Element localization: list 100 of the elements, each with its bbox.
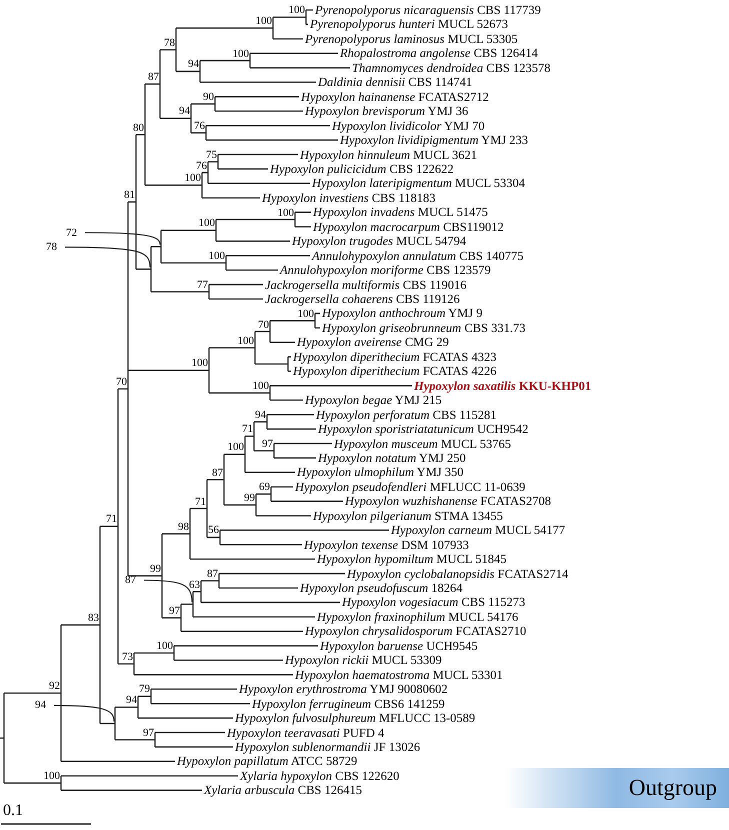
taxon-label: Hypoxylon hainanense FCATAS2712 xyxy=(301,90,489,104)
taxon-label: Pyrenopolyporus hunteri MUCL 52673 xyxy=(310,17,508,32)
bootstrap-value: 100 xyxy=(232,48,249,60)
bootstrap-value: 70 xyxy=(116,376,127,388)
taxon-label: Hypoxylon notatum YMJ 250 xyxy=(318,450,466,465)
taxon-label: Hypoxylon sporistriatatunicum UCH9542 xyxy=(318,422,528,436)
taxon-label: Hypoxylon teeravasati PUFD 4 xyxy=(227,726,384,740)
bootstrap-value: 100 xyxy=(288,4,305,16)
taxon-label: Daldinia dennisii CBS 114741 xyxy=(318,75,472,90)
taxon-label: Pyrenopolyporus laminosus MUCL 53305 xyxy=(305,32,518,46)
taxon-label: Hypoxylon griseobrunneum CBS 331.73 xyxy=(322,320,526,335)
bootstrap-value: 87 xyxy=(148,71,159,84)
taxon-label: Hypoxylon ferrugineum CBS6 141259 xyxy=(252,696,445,711)
bootstrap-value: 100 xyxy=(208,250,225,262)
bootstrap-value: 97 xyxy=(169,604,180,617)
bootstrap-value: 92 xyxy=(49,680,60,692)
taxon-label: Hypoxylon begae YMJ 215 xyxy=(305,393,442,408)
bootstrap-value: 100 xyxy=(298,308,314,320)
taxon-label: Hypoxylon vogesiacum CBS 115273 xyxy=(342,595,526,610)
bootstrap-value: 72 xyxy=(66,226,77,239)
bootstrap-value: 97 xyxy=(143,726,154,739)
leader-line xyxy=(54,704,115,722)
bootstrap-value: 94 xyxy=(255,408,266,421)
taxon-label: Hypoxylon pseudofuscum 18264 xyxy=(300,581,462,595)
taxon-label: Hypoxylon anthochroum YMJ 9 xyxy=(322,306,483,320)
bootstrap-value: 87 xyxy=(207,568,218,580)
bootstrap-value: 63 xyxy=(189,578,200,591)
taxon-label: Hypoxylon trugodes MUCL 54794 xyxy=(292,234,466,248)
taxon-label: Hypoxylon pulicicidum CBS 122622 xyxy=(270,162,454,176)
bootstrap-value: 83 xyxy=(88,612,99,624)
bootstrap-value: 78 xyxy=(164,36,175,49)
taxon-label: Hypoxylon carneum MUCL 54177 xyxy=(391,523,566,538)
taxon-label: Hypoxylon invadens MUCL 51475 xyxy=(313,205,488,220)
bootstrap-value: 81 xyxy=(124,188,135,201)
taxon-label: Xylaria hypoxylon CBS 122620 xyxy=(240,768,400,783)
leader-line xyxy=(65,246,151,268)
bootstrap-value: 97 xyxy=(262,438,273,450)
taxon-label: Hypoxylon chrysalidosporum FCATAS2710 xyxy=(305,624,526,638)
bootstrap-value: 99 xyxy=(244,492,255,504)
bootstrap-value: 100 xyxy=(256,15,272,28)
taxon-label: Hypoxylon cyclobalanopsidis FCATAS2714 xyxy=(347,566,568,581)
bootstrap-value: 94 xyxy=(179,105,190,118)
bootstrap-value: 76 xyxy=(196,160,207,172)
taxon-label: Hypoxylon brevisporum YMJ 36 xyxy=(305,104,468,118)
bootstrap-value: 100 xyxy=(252,380,269,392)
taxon-label: Hypoxylon diperithecium FCATAS 4226 xyxy=(293,364,496,378)
bootstrap-value: 77 xyxy=(197,278,208,291)
bootstrap-value: 87 xyxy=(212,466,223,479)
taxon-label: Hypoxylon diperithecium FCATAS 4323 xyxy=(293,350,496,364)
taxon-label: Rhopalostroma angolense CBS 126414 xyxy=(340,46,538,60)
taxon-label: Hypoxylon macrocarpum CBS119012 xyxy=(313,220,504,234)
taxon-label: Hypoxylon hinnuleum MUCL 3621 xyxy=(300,148,477,162)
group-label: Outgroup xyxy=(628,774,717,802)
bootstrap-value: 73 xyxy=(122,650,133,663)
bootstrap-value: 94 xyxy=(35,699,46,712)
bootstrap-value: 71 xyxy=(195,496,206,508)
taxon-label: Hypoxylon pseudofendleri MFLUCC 11-0639 xyxy=(295,480,526,494)
bootstrap-value: 75 xyxy=(206,148,217,161)
bootstrap-value: 100 xyxy=(192,357,208,370)
taxon-label: Hypoxylon fraxinophilum MUCL 54176 xyxy=(317,610,518,624)
leader-line xyxy=(85,232,161,245)
taxon-label: Hypoxylon perforatum CBS 115281 xyxy=(316,408,496,422)
taxon-label: Annulohypoxylon annulatum CBS 140775 xyxy=(312,248,524,263)
taxon-label: Hypoxylon erythrostroma YMJ 90080602 xyxy=(239,682,448,696)
taxon-label: Hypoxylon baruense UCH9545 xyxy=(320,638,478,653)
taxon-label: Jackrogersella multiformis CBS 119016 xyxy=(265,278,467,292)
bootstrap-value: 100 xyxy=(198,217,215,230)
taxon-label: Hypoxylon hypomiltum MUCL 51845 xyxy=(317,552,506,566)
taxon-label: Hypoxylon sublenormandii JF 13026 xyxy=(235,740,420,754)
bootstrap-value: 79 xyxy=(139,683,150,696)
bootstrap-value: 76 xyxy=(194,120,205,132)
bootstrap-value: 99 xyxy=(150,562,161,575)
taxon-label: Hypoxylon fulvosulphureum MFLUCC 13-0589 xyxy=(235,711,476,726)
taxon-label: Hypoxylon investiens CBS 118183 xyxy=(262,190,436,205)
bootstrap-value: 94 xyxy=(126,694,137,706)
bootstrap-value: 70 xyxy=(258,318,269,330)
taxon-label: Thamnomyces dendroidea CBS 123578 xyxy=(352,60,551,75)
taxon-label: Hypoxylon saxatilis KKU-KHP01 xyxy=(414,378,592,393)
taxon-label: Hypoxylon lividicolor YMJ 70 xyxy=(332,118,485,133)
outgroup-band xyxy=(505,768,729,808)
taxon-label: Hypoxylon lividipigmentum YMJ 233 xyxy=(340,133,528,148)
taxon-label: Hypoxylon lateripigmentum MUCL 53304 xyxy=(312,176,526,190)
bootstrap-value: 100 xyxy=(184,172,201,184)
bootstrap-value: 78 xyxy=(46,241,57,254)
bootstrap-value: 98 xyxy=(178,520,189,533)
taxon-label: Hypoxylon pilgerianum STMA 13455 xyxy=(313,508,503,523)
taxon-label: Xylaria arbuscula CBS 126415 xyxy=(204,783,362,798)
bootstrap-value: 80 xyxy=(133,122,144,134)
taxon-label: Annulohypoxylon moriforme CBS 123579 xyxy=(280,263,491,278)
taxon-label: Hypoxylon aveirense CMG 29 xyxy=(297,335,449,350)
bootstrap-value: 90 xyxy=(203,90,214,103)
taxon-label: Hypoxylon rickii MUCL 53309 xyxy=(285,653,442,668)
bootstrap-value: 100 xyxy=(44,770,60,782)
bootstrap-value: 69 xyxy=(259,481,270,494)
bootstrap-value: 87 xyxy=(125,574,136,586)
taxon-label: Hypoxylon musceum MUCL 53765 xyxy=(334,436,511,450)
taxon-label: Hypoxylon texense DSM 107933 xyxy=(304,538,469,552)
bootstrap-value: 100 xyxy=(228,441,244,454)
taxon-label: Hypoxylon haematostroma MUCL 53301 xyxy=(295,668,503,682)
bootstrap-value: 71 xyxy=(242,423,253,436)
